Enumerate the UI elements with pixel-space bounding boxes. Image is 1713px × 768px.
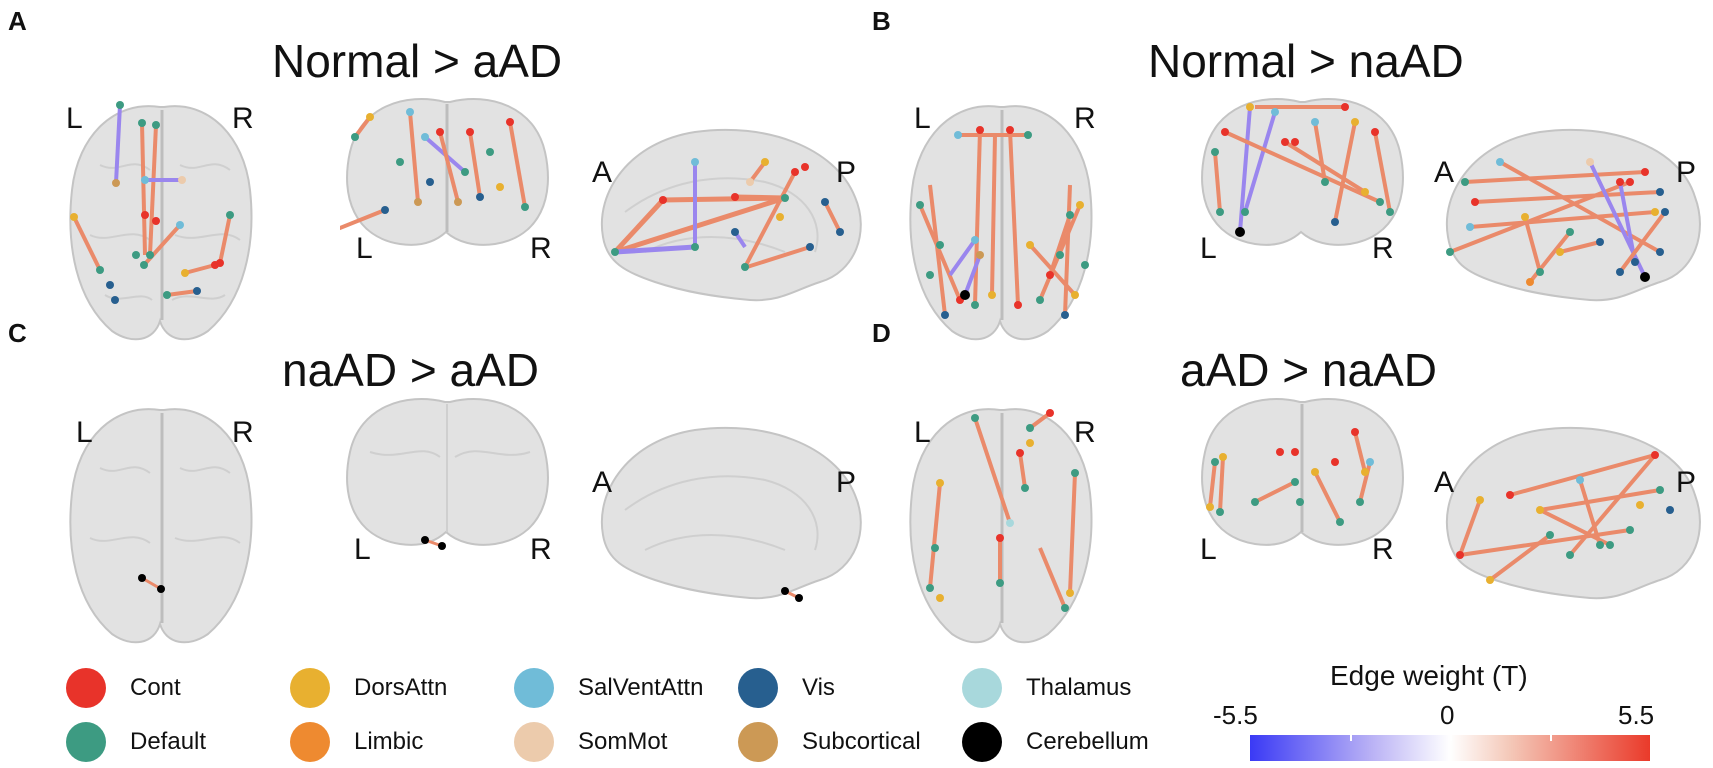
orient-left-a2: L xyxy=(356,232,373,265)
panel-title-c: naAD > aAD xyxy=(282,344,539,396)
brain-coronal-a xyxy=(340,98,549,246)
legend-label-thalamus: Thalamus xyxy=(1026,674,1132,701)
brain-axial-c xyxy=(69,408,253,644)
legend-label-salventattn: SalVentAttn xyxy=(578,674,704,701)
legend-label-vis: Vis xyxy=(802,674,835,701)
orient-anterior-b: A xyxy=(1434,156,1455,189)
legend-swatch-salventattn xyxy=(514,668,554,708)
orient-left-b2: L xyxy=(1200,232,1217,265)
orient-anterior-c: A xyxy=(592,466,613,499)
brain-axial-b xyxy=(909,105,1093,341)
panel-letter-b: B xyxy=(872,6,891,36)
orient-anterior-a: A xyxy=(592,156,613,189)
legend-swatch-dorsattn xyxy=(290,668,330,708)
colorbar-tick-min: -5.5 xyxy=(1213,700,1258,730)
colorbar-tick-max: 5.5 xyxy=(1618,700,1655,730)
orient-posterior-b: P xyxy=(1676,156,1697,189)
legend-label-subcortical: Subcortical xyxy=(802,728,921,755)
legend-swatch-subcortical xyxy=(738,722,778,762)
orient-anterior-d: A xyxy=(1434,466,1455,499)
orient-right-d2: R xyxy=(1372,533,1394,566)
legend-swatch-sommot xyxy=(514,722,554,762)
orient-right-c2: R xyxy=(530,533,552,566)
legend-label-dorsattn: DorsAttn xyxy=(354,674,448,701)
orient-left-c2: L xyxy=(354,533,371,566)
panel-letter-a: A xyxy=(8,6,27,36)
orient-right-a2: R xyxy=(530,232,552,265)
orient-posterior-d: P xyxy=(1676,466,1697,499)
brain-axial-a xyxy=(69,101,253,341)
legend-swatch-thalamus xyxy=(962,668,1002,708)
orient-left-c1: L xyxy=(76,416,93,449)
orient-left-d1: L xyxy=(914,416,931,449)
panel-title-d: aAD > naAD xyxy=(1180,344,1437,396)
legend-label-default: Default xyxy=(130,728,207,755)
brain-coronal-d xyxy=(1201,398,1404,546)
panel-title-b: Normal > naAD xyxy=(1148,35,1464,87)
panel-letter-d: D xyxy=(872,318,891,348)
orient-right-b2: R xyxy=(1372,232,1394,265)
colorbar-gradient xyxy=(1250,735,1650,761)
legend-label-limbic: Limbic xyxy=(354,728,424,755)
legend-label-sommot: SomMot xyxy=(578,728,668,755)
orient-right-d1: R xyxy=(1074,416,1096,449)
legend-swatch-default xyxy=(66,722,106,762)
brain-coronal-b xyxy=(1201,98,1404,246)
legend-swatch-cerebellum xyxy=(962,722,1002,762)
orient-posterior-a: P xyxy=(836,156,857,189)
panel-title-a: Normal > aAD xyxy=(272,35,563,87)
orient-right-c1: R xyxy=(232,416,254,449)
orient-posterior-c: P xyxy=(836,466,857,499)
legend-swatch-vis xyxy=(738,668,778,708)
orient-left-d2: L xyxy=(1200,533,1217,566)
legend-label-cerebellum: Cerebellum xyxy=(1026,728,1149,755)
orient-left-a1: L xyxy=(66,102,83,135)
brain-sagittal-b xyxy=(1445,128,1701,302)
legend-swatch-cont xyxy=(66,668,106,708)
legend-swatch-limbic xyxy=(290,722,330,762)
legend-label-cont: Cont xyxy=(130,674,181,701)
brain-sagittal-a xyxy=(600,128,862,302)
brain-coronal-c xyxy=(346,398,549,550)
panel-letter-c: C xyxy=(8,318,27,348)
brain-sagittal-c xyxy=(600,426,862,602)
orient-right-a1: R xyxy=(232,102,254,135)
brain-axial-d xyxy=(909,408,1093,644)
colorbar-tick-mid: 0 xyxy=(1440,700,1455,730)
orient-right-b1: R xyxy=(1074,102,1096,135)
brain-sagittal-d xyxy=(1445,426,1701,600)
colorbar-title: Edge weight (T) xyxy=(1330,660,1528,691)
orient-left-b1: L xyxy=(914,102,931,135)
